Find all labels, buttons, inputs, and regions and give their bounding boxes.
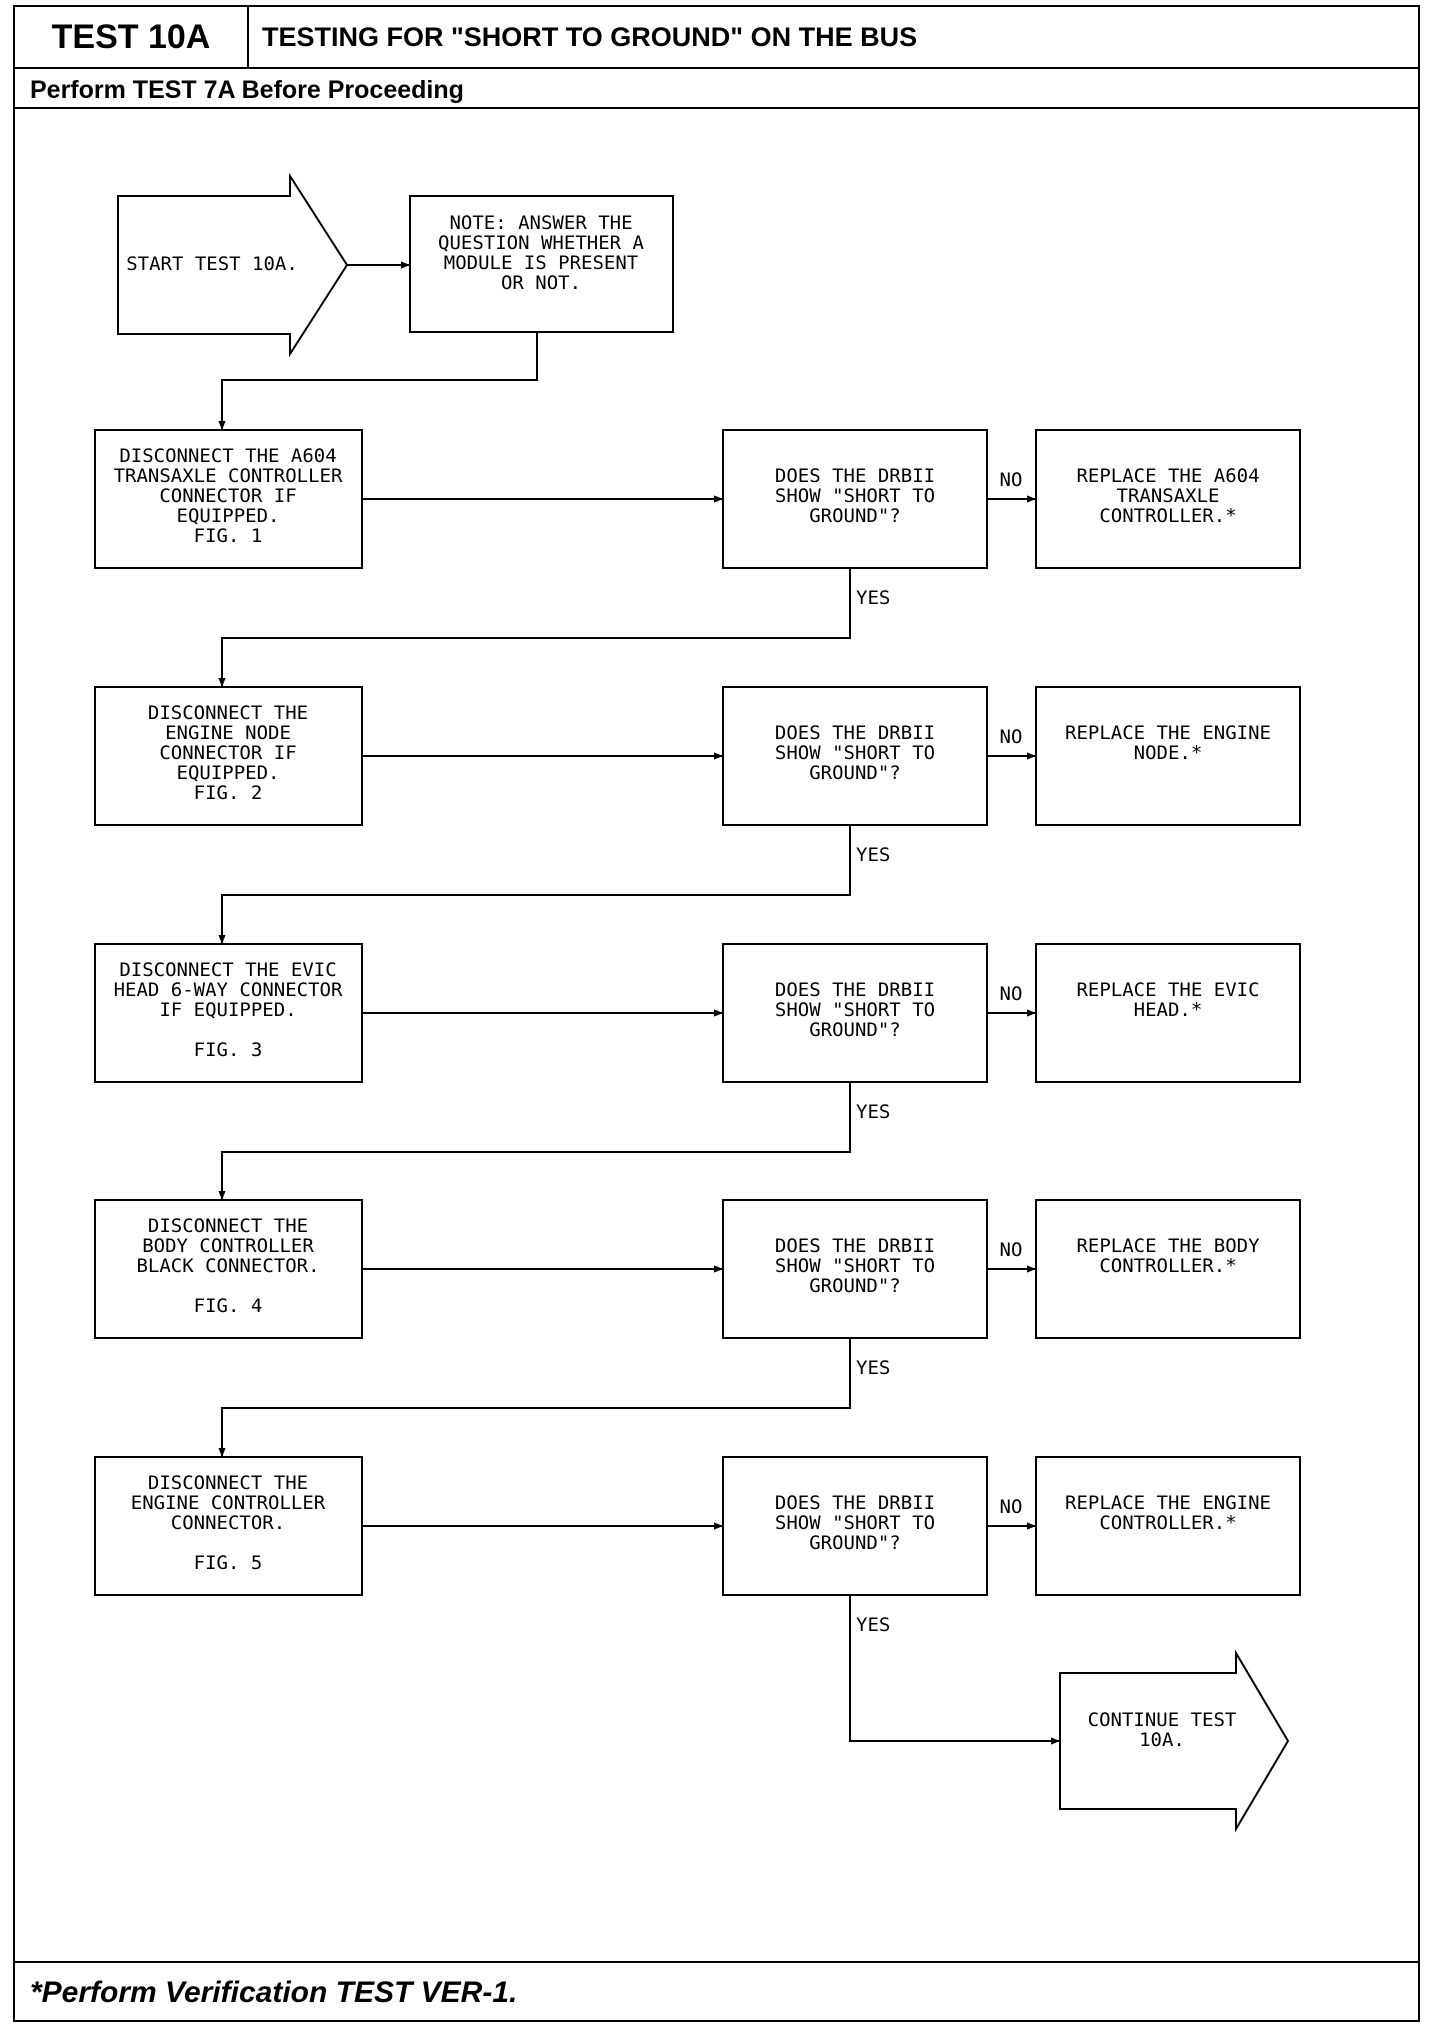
- end-arrow-shape: [1059, 1649, 1290, 1833]
- result-text-3-line: HEAD.*: [1134, 999, 1203, 1021]
- question-text-2-line: SHOW "SHORT TO: [775, 742, 935, 764]
- action-text-1-line: EQUIPPED.: [177, 505, 280, 527]
- no-label-2: NO: [1000, 726, 1023, 748]
- result-text-1-line: TRANSAXLE: [1117, 485, 1220, 507]
- question-text-4-line: SHOW "SHORT TO: [775, 1255, 935, 1277]
- note-text-line: QUESTION WHETHER A: [438, 232, 644, 254]
- note-text-line: MODULE IS PRESENT: [444, 252, 638, 274]
- result-text-2-line: REPLACE THE ENGINE: [1065, 722, 1271, 744]
- yes-arrow-5: [849, 1595, 1060, 1745]
- action-text-2-line: FIG. 2: [194, 782, 263, 804]
- end-label-line: CONTINUE TEST: [1088, 1709, 1237, 1731]
- result-text-5-line: REPLACE THE ENGINE: [1065, 1492, 1271, 1514]
- yes-arrow-1: [218, 568, 851, 687]
- no-label-4: NO: [1000, 1239, 1023, 1261]
- note-text-line: NOTE: ANSWER THE: [449, 212, 632, 234]
- result-text-3-line: REPLACE THE EVIC: [1076, 979, 1259, 1001]
- question-text-3-line: SHOW "SHORT TO: [775, 999, 935, 1021]
- action-text-3-line: HEAD 6-WAY CONNECTOR: [114, 979, 343, 1001]
- action-text-4-line: BLACK CONNECTOR.: [136, 1255, 319, 1277]
- action-text-3-line: DISCONNECT THE EVIC: [119, 959, 336, 981]
- result-text-1-line: REPLACE THE A604: [1076, 465, 1259, 487]
- page-frame: [13, 5, 1420, 2022]
- question-text-1-line: DOES THE DRBII: [775, 465, 935, 487]
- yes-label-5: YES: [856, 1614, 890, 1636]
- question-text-5-line: DOES THE DRBII: [775, 1492, 935, 1514]
- result-text-4-line: REPLACE THE BODY: [1076, 1235, 1260, 1257]
- action-text-2-line: CONNECTOR IF: [159, 742, 296, 764]
- question-text-4-line: GROUND"?: [809, 1275, 901, 1297]
- question-text-1-line: SHOW "SHORT TO: [775, 485, 935, 507]
- no-label-5: NO: [1000, 1496, 1023, 1518]
- action-text-1-line: TRANSAXLE CONTROLLER: [114, 465, 343, 487]
- verification-note: *Perform Verification TEST VER-1.: [30, 1976, 518, 2009]
- action-text-4-line: DISCONNECT THE: [148, 1215, 308, 1237]
- test-id: TEST 10A: [51, 18, 211, 56]
- yes-label-1: YES: [856, 587, 890, 609]
- question-text-2-line: DOES THE DRBII: [775, 722, 935, 744]
- start-arrow-shape: [117, 172, 349, 358]
- action-text-1-line: CONNECTOR IF: [159, 485, 296, 507]
- yes-label-4: YES: [856, 1357, 890, 1379]
- question-text-5-line: GROUND"?: [809, 1532, 901, 1554]
- question-text-5-line: SHOW "SHORT TO: [775, 1512, 935, 1534]
- action-text-5-line: ENGINE CONTROLLER: [131, 1492, 326, 1514]
- action-text-3-line: FIG. 3: [194, 1039, 263, 1061]
- action-text-5-line: FIG. 5: [194, 1552, 263, 1574]
- end-label-line: 10A.: [1139, 1729, 1185, 1751]
- no-label-3: NO: [1000, 983, 1023, 1005]
- yes-arrow-4: [218, 1338, 851, 1457]
- start-label-line: START TEST 10A.: [126, 253, 298, 275]
- note-to-step-1-arrow: [218, 332, 538, 430]
- action-text-4-line: FIG. 4: [194, 1295, 263, 1317]
- action-text-2-line: EQUIPPED.: [177, 762, 280, 784]
- start-label: START TEST 10A.: [126, 253, 298, 275]
- action-text-5-line: CONNECTOR.: [171, 1512, 285, 1534]
- action-text-1-line: DISCONNECT THE A604: [119, 445, 336, 467]
- no-label-1: NO: [1000, 469, 1023, 491]
- action-text-3-line: IF EQUIPPED.: [159, 999, 296, 1021]
- yes-label-2: YES: [856, 844, 890, 866]
- action-text-5-line: DISCONNECT THE: [148, 1472, 308, 1494]
- question-text-2-line: GROUND"?: [809, 762, 901, 784]
- question-text-4-line: DOES THE DRBII: [775, 1235, 935, 1257]
- prerequisite-note: Perform TEST 7A Before Proceeding: [30, 76, 464, 104]
- question-text-3-line: DOES THE DRBII: [775, 979, 935, 1001]
- result-text-4-line: CONTROLLER.*: [1099, 1255, 1236, 1277]
- action-text-4-line: BODY CONTROLLER: [142, 1235, 314, 1257]
- yes-arrow-2: [218, 825, 851, 944]
- action-text-2-line: DISCONNECT THE: [148, 702, 308, 724]
- question-text-3-line: GROUND"?: [809, 1019, 901, 1041]
- action-text-2-line: ENGINE NODE: [165, 722, 291, 744]
- page-title: TESTING FOR "SHORT TO GROUND" ON THE BUS: [262, 22, 918, 52]
- question-text-1-line: GROUND"?: [809, 505, 901, 527]
- result-text-1-line: CONTROLLER.*: [1099, 505, 1236, 527]
- note-text-line: OR NOT.: [501, 272, 581, 294]
- yes-arrow-3: [218, 1082, 851, 1200]
- action-text-1-line: FIG. 1: [194, 525, 263, 547]
- result-text-2-line: NODE.*: [1134, 742, 1203, 764]
- result-text-5-line: CONTROLLER.*: [1099, 1512, 1236, 1534]
- yes-label-3: YES: [856, 1101, 890, 1123]
